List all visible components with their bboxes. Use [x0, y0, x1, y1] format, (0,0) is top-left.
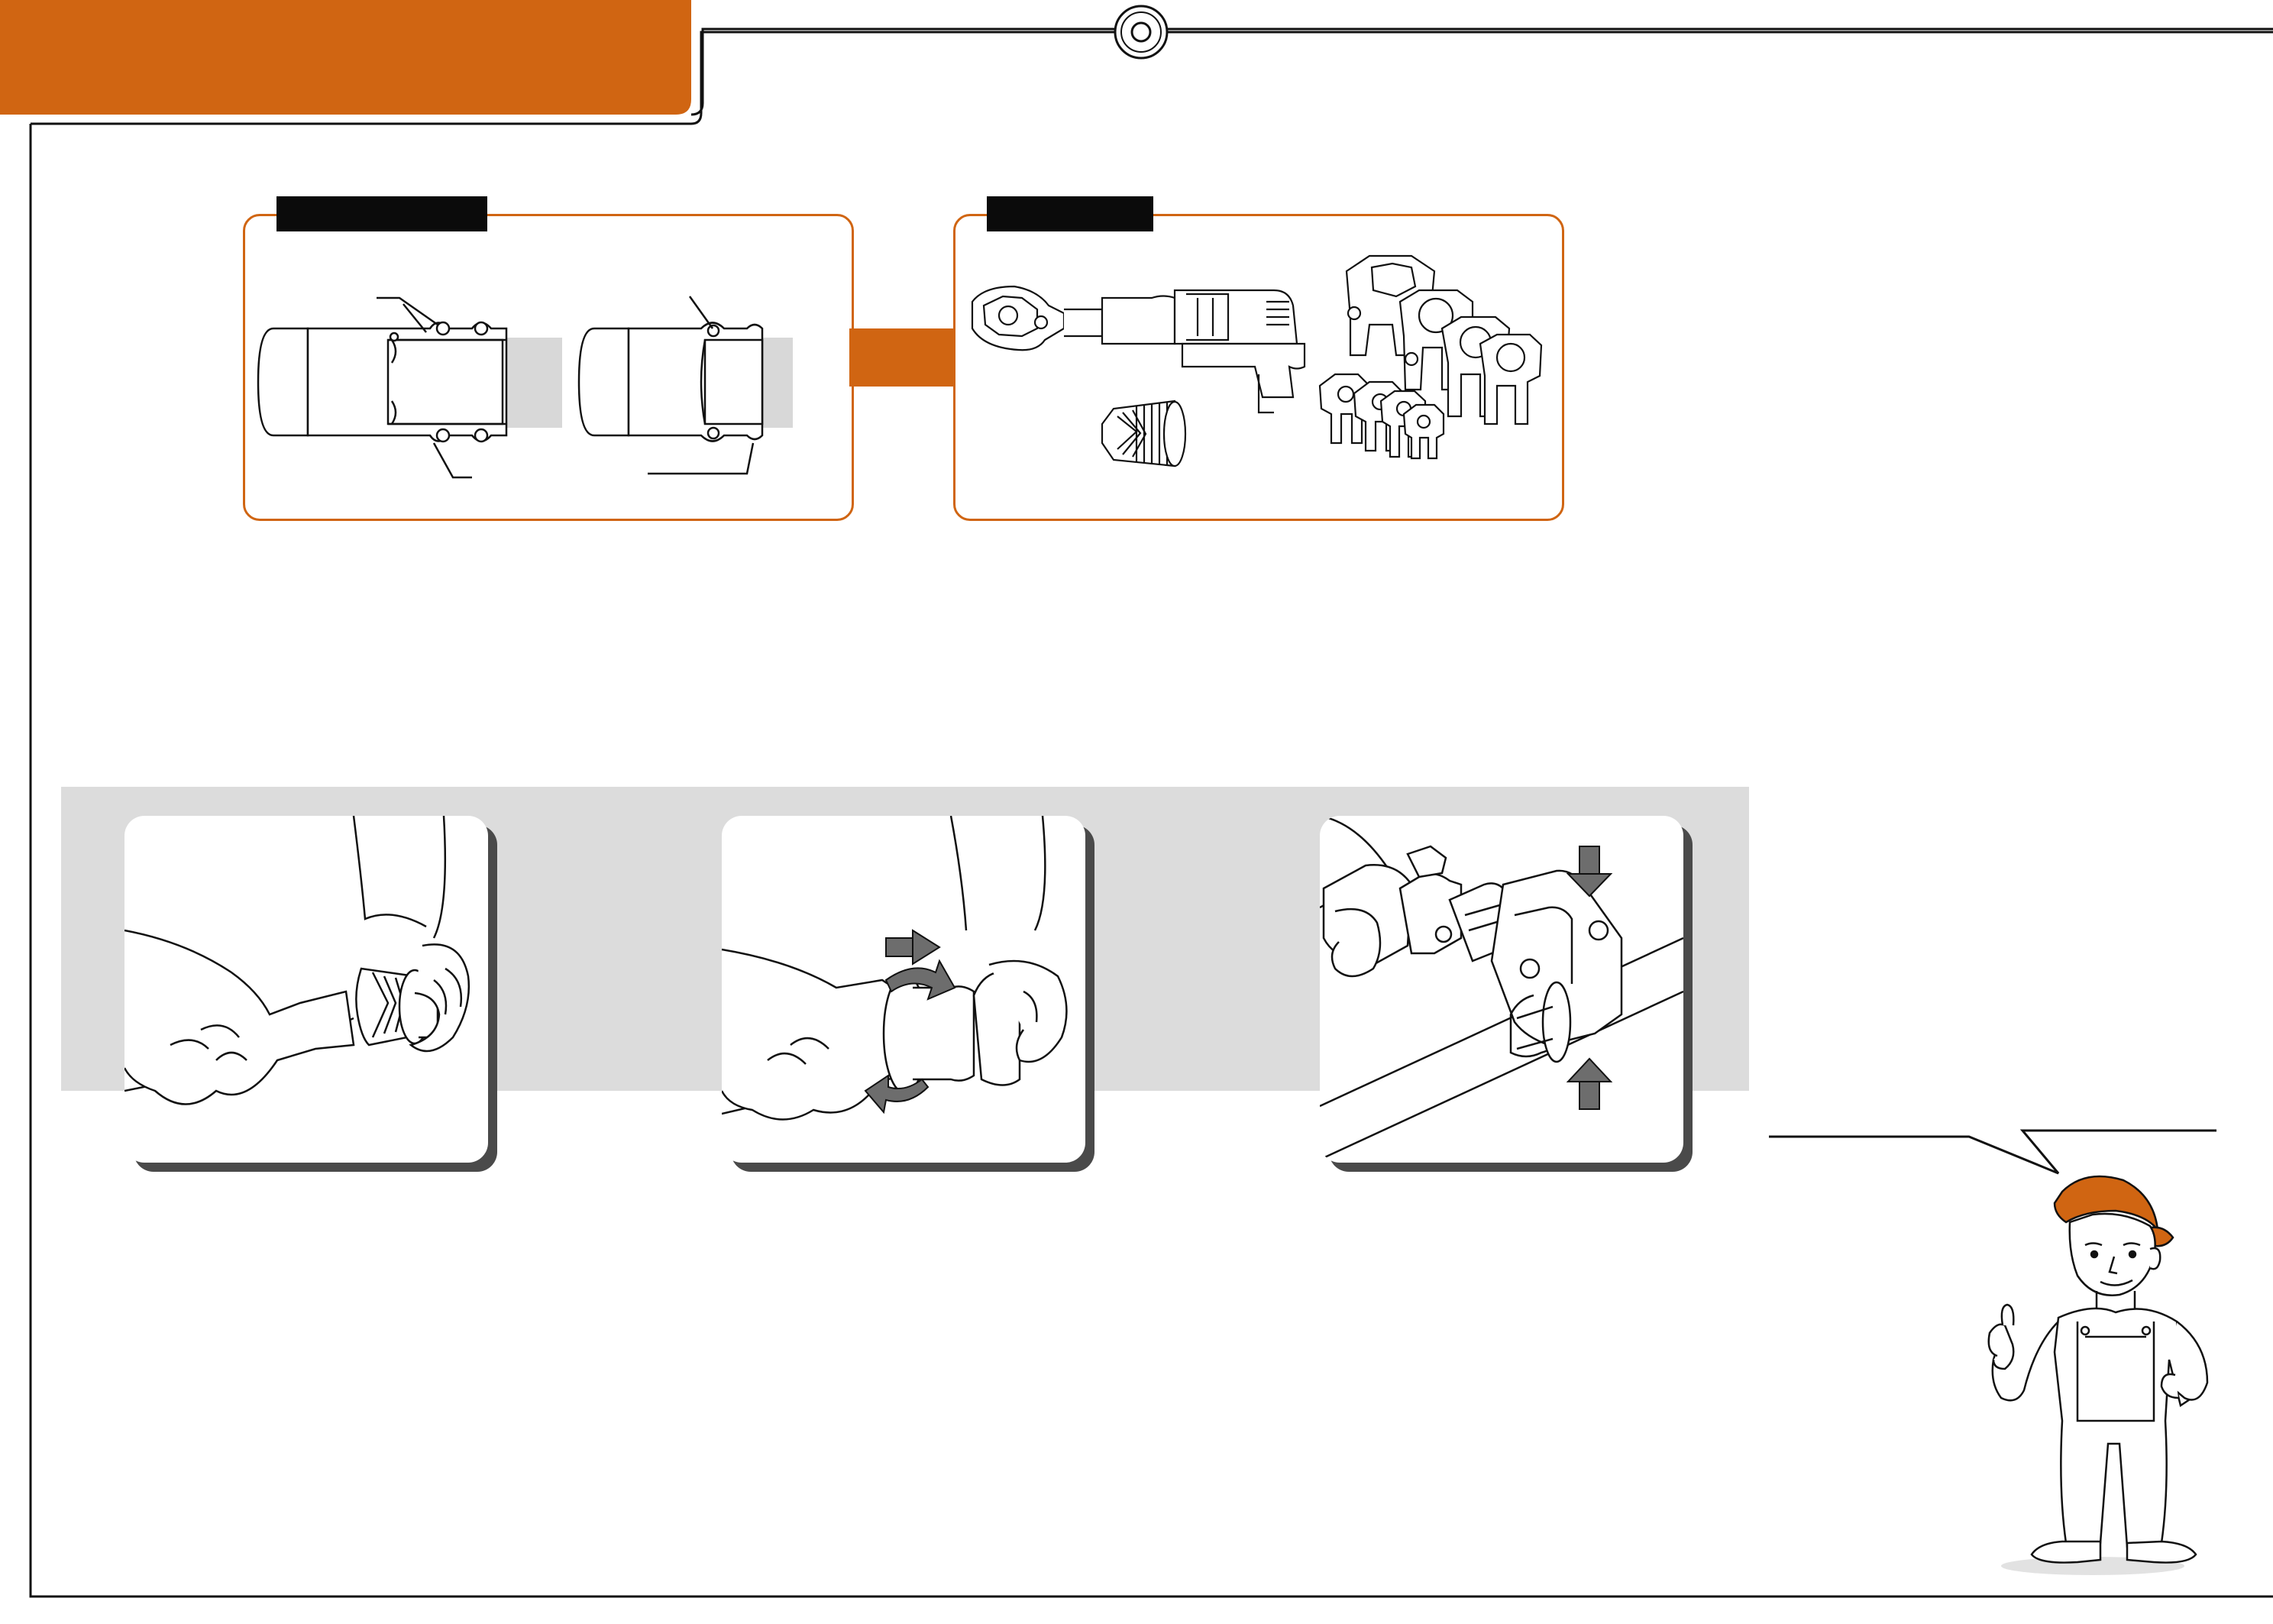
rotate-arrows-icon: [864, 929, 956, 1114]
deburring-illustration: [124, 816, 470, 1105]
fitting-cross-section-drawings: [257, 296, 793, 479]
press-fitting-tab: [276, 196, 487, 231]
fitting-after-press: [577, 296, 793, 475]
tools-drawings: [971, 254, 1543, 467]
press-tool-icon: [971, 285, 1306, 414]
panel-connector: [849, 328, 956, 387]
pressing-illustration: [1320, 816, 1683, 1161]
press-jaws-set-icon: [1318, 254, 1543, 460]
header-title: [31, 31, 657, 84]
speech-callout: [1769, 1129, 2216, 1175]
step-card-deburr: [124, 816, 488, 1163]
frame-ring-icon: [1114, 5, 1169, 60]
step-card-insert: [722, 816, 1085, 1163]
deburring-tool-icon: [1101, 400, 1187, 467]
plumber-mascot-icon: [1987, 1175, 2209, 1575]
press-arrows-icon: [1566, 846, 1613, 1110]
insert-fitting-illustration: [722, 816, 1068, 1121]
step-card-press: [1320, 816, 1683, 1163]
tools-tab: [987, 196, 1153, 231]
header-tab-shape: [0, 0, 691, 115]
fitting-before-press: [257, 296, 562, 479]
